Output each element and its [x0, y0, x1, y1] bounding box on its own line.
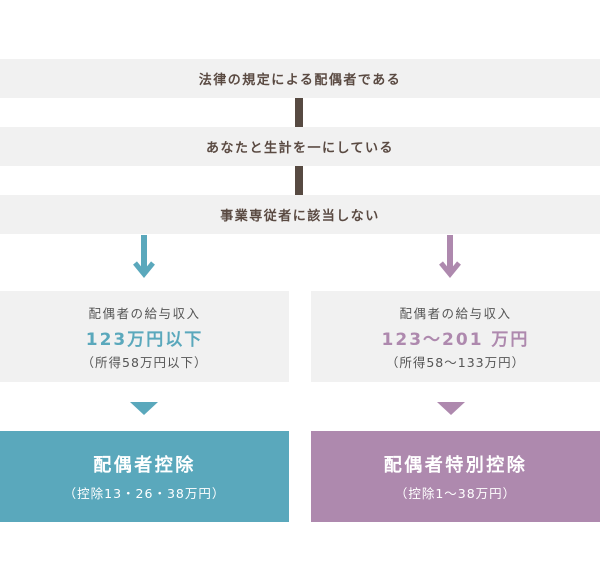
- triangle-down-icon: [130, 402, 158, 415]
- connector-line: [295, 166, 303, 195]
- income-box-right: 配偶者の給与収入 123～201 万円 （所得58～133万円）: [311, 291, 600, 382]
- arrow-down-icon: [439, 235, 461, 278]
- income-note: （所得58～133万円）: [385, 354, 526, 370]
- result-title: 配偶者特別控除: [383, 455, 528, 476]
- arrow-down-icon: [133, 235, 155, 278]
- condition-3: 事業専従者に該当しない: [0, 195, 600, 234]
- income-range: 123～201 万円: [381, 329, 530, 350]
- income-label: 配偶者の給与収入: [399, 305, 512, 321]
- result-title: 配偶者控除: [93, 455, 196, 476]
- triangle-down-icon: [437, 402, 465, 415]
- income-label: 配偶者の給与収入: [88, 305, 201, 321]
- result-note: （控除13・26・38万円）: [63, 486, 226, 501]
- condition-2: あなたと生計を一にしている: [0, 127, 600, 166]
- income-range: 123万円以下: [85, 329, 204, 350]
- result-box-spouse-deduction: 配偶者控除 （控除13・26・38万円）: [0, 431, 289, 522]
- connector-line: [295, 98, 303, 127]
- result-note: （控除1～38万円）: [394, 486, 517, 501]
- income-box-left: 配偶者の給与収入 123万円以下 （所得58万円以下）: [0, 291, 289, 382]
- result-box-special-deduction: 配偶者特別控除 （控除1～38万円）: [311, 431, 600, 522]
- condition-1: 法律の規定による配偶者である: [0, 59, 600, 98]
- income-note: （所得58万円以下）: [81, 354, 208, 370]
